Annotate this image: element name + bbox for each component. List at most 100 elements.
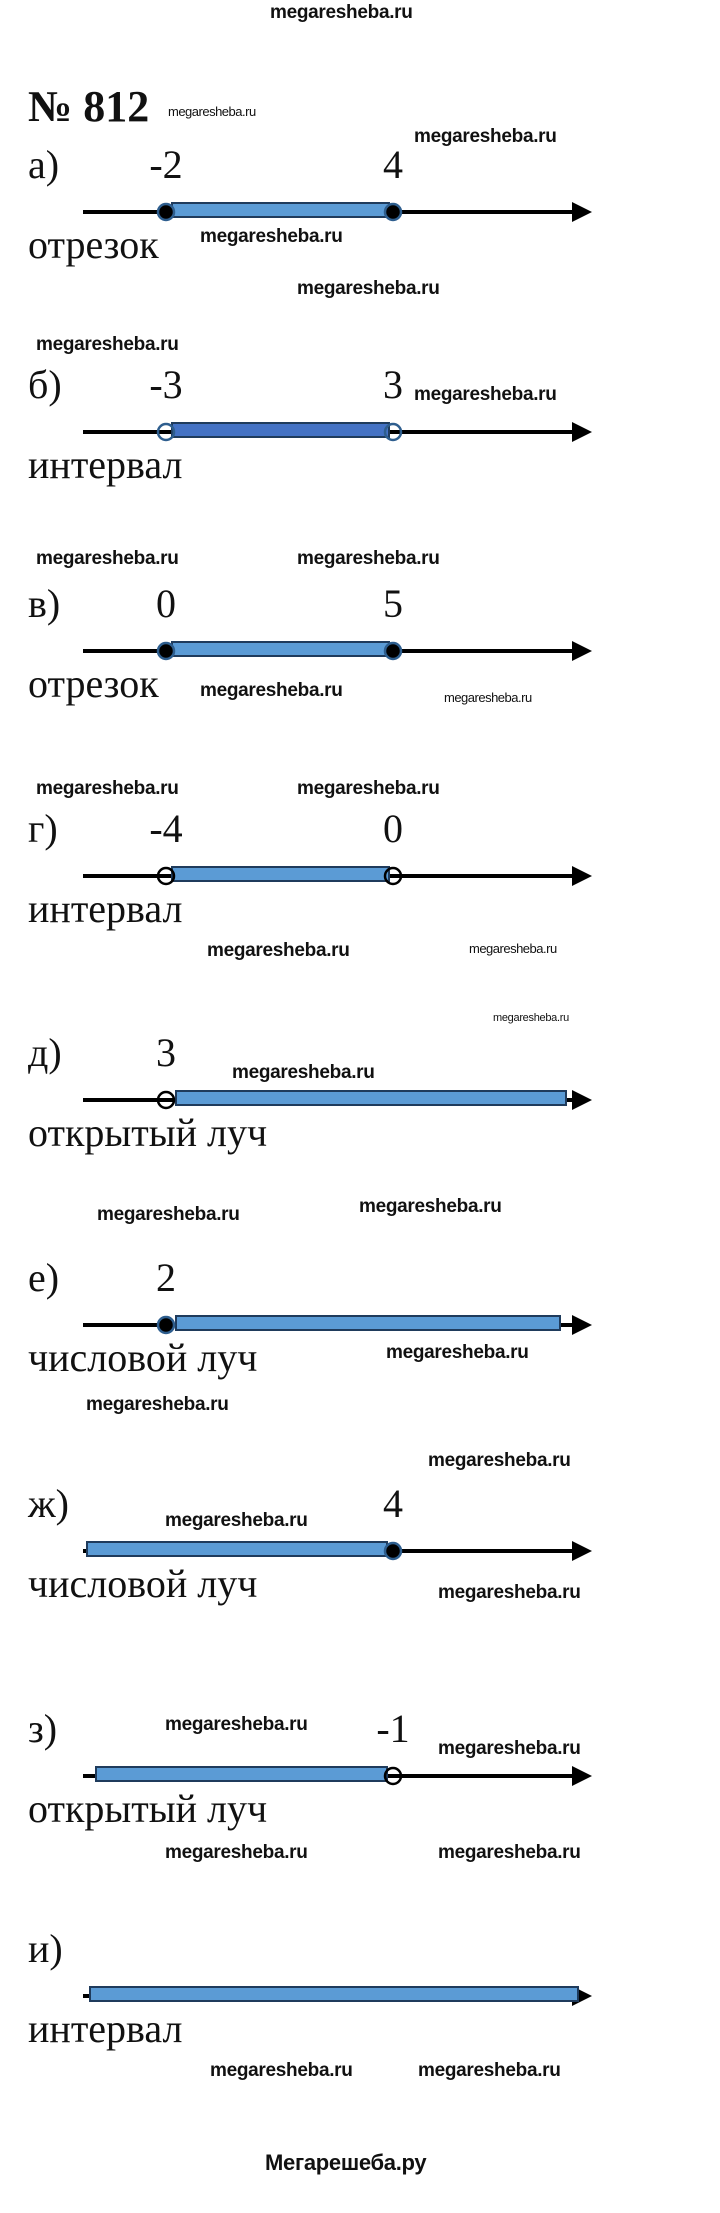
item-description: отрезок (28, 222, 159, 267)
arrow-icon (572, 1766, 592, 1786)
item-label: д) (28, 1030, 62, 1075)
arrow-icon (572, 866, 592, 886)
open-point (383, 866, 403, 886)
watermark: megaresheba.ru (200, 680, 343, 701)
watermark: megaresheba.ru (97, 1204, 240, 1225)
interval-bar (171, 202, 390, 218)
watermark: megaresheba.ru (36, 778, 179, 799)
open-point (383, 422, 403, 442)
watermark: megaresheba.ru (297, 278, 440, 299)
watermark: megaresheba.ru (165, 1510, 308, 1531)
item-description: числовой луч (28, 1335, 258, 1380)
watermark: megaresheba.ru (359, 1196, 502, 1217)
point-label: -1 (376, 1706, 410, 1751)
watermark: megaresheba.ru (414, 384, 557, 405)
watermark: megaresheba.ru (297, 778, 440, 799)
item-label: в) (28, 581, 61, 626)
watermark: megaresheba.ru (36, 548, 179, 569)
watermark: megaresheba.ru (200, 226, 343, 247)
watermark: megaresheba.ru (414, 126, 557, 147)
number-line (83, 1986, 592, 2006)
interval-bar (95, 1766, 388, 1782)
watermark: megaresheba.ru (386, 1342, 529, 1363)
watermark: megaresheba.ru (444, 690, 532, 705)
watermark: megaresheba.ru (493, 1012, 569, 1024)
closed-point (156, 202, 176, 222)
item-description: открытый луч (28, 1786, 268, 1831)
interval-bar (175, 1315, 561, 1331)
watermark: megaresheba.ru (168, 104, 256, 119)
point-label: -2 (149, 142, 183, 187)
item-description: интервал (28, 886, 183, 931)
closed-point (383, 202, 403, 222)
watermark: megaresheba.ru (210, 2060, 353, 2081)
point-label: 3 (383, 362, 403, 407)
arrow-icon (572, 1315, 592, 1335)
watermark: megaresheba.ru (418, 2060, 561, 2081)
watermark: megaresheba.ru (36, 334, 179, 355)
item-description: отрезок (28, 661, 159, 706)
point-label: 3 (156, 1030, 176, 1075)
number-line (83, 1315, 592, 1335)
watermark: megaresheba.ru (165, 1714, 308, 1735)
interval-bar (89, 1986, 579, 2002)
point-label: -3 (149, 362, 183, 407)
closed-point (383, 1541, 403, 1561)
arrow-icon (572, 1541, 592, 1561)
item-label: ж) (28, 1481, 69, 1526)
arrow-icon (572, 641, 592, 661)
open-point (156, 866, 176, 886)
number-line (83, 641, 592, 661)
point-label: 0 (156, 581, 176, 626)
open-point (383, 1766, 403, 1786)
point-label: 4 (383, 1481, 403, 1526)
watermark: megaresheba.ru (438, 1738, 581, 1759)
watermark: megaresheba.ru (297, 548, 440, 569)
item-label: г) (28, 806, 58, 851)
interval-bar (175, 1090, 567, 1106)
number-line (83, 866, 592, 886)
number-line (83, 422, 592, 442)
problem-number: № 812 (28, 82, 150, 131)
interval-bar (171, 641, 390, 657)
point-label: 4 (383, 142, 403, 187)
watermark: megaresheba.ru (438, 1582, 581, 1603)
number-line (83, 202, 592, 222)
arrow-icon (572, 422, 592, 442)
number-line (83, 1541, 592, 1561)
item-label: з) (28, 1706, 58, 1751)
arrow-icon (572, 1090, 592, 1110)
point-label: 0 (383, 806, 403, 851)
item-description: интервал (28, 442, 183, 487)
item-label: а) (28, 142, 60, 187)
number-line (83, 1090, 592, 1110)
item-label: б) (28, 362, 62, 407)
closed-point (383, 641, 403, 661)
closed-point (156, 641, 176, 661)
point-label: 2 (156, 1255, 176, 1300)
watermark: megaresheba.ru (165, 1842, 308, 1863)
closed-point (156, 1315, 176, 1335)
number-line (83, 1766, 592, 1786)
watermark: megaresheba.ru (438, 1842, 581, 1863)
interval-bar (171, 422, 390, 438)
watermark: megaresheba.ru (232, 1062, 375, 1083)
watermark: megaresheba.ru (207, 940, 350, 961)
item-label: е) (28, 1255, 60, 1300)
item-label: и) (28, 1926, 63, 1971)
interval-bar (171, 866, 390, 882)
watermark: megaresheba.ru (428, 1450, 571, 1471)
point-label: -4 (149, 806, 183, 851)
point-label: 5 (383, 581, 403, 626)
item-description: открытый луч (28, 1110, 268, 1155)
interval-bar (86, 1541, 388, 1557)
open-point (156, 422, 176, 442)
footer-watermark: Мегарешеба.ру (265, 2150, 427, 2175)
item-description: числовой луч (28, 1561, 258, 1606)
item-description: интервал (28, 2006, 183, 2051)
arrow-icon (572, 202, 592, 222)
watermark: megaresheba.ru (469, 941, 557, 956)
open-point (156, 1090, 176, 1110)
header-watermark: megaresheba.ru (270, 2, 413, 23)
